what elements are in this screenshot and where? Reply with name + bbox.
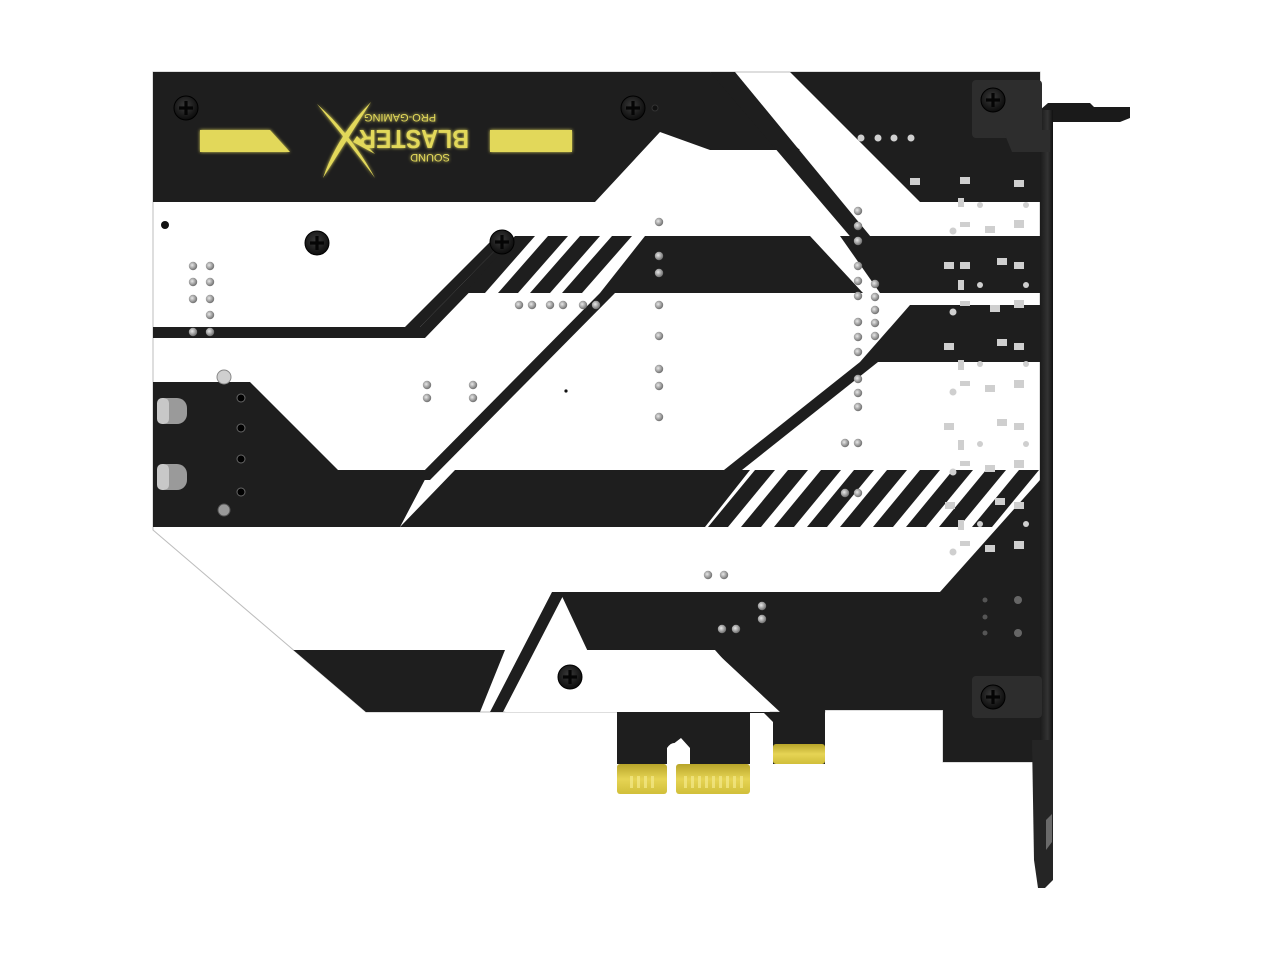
- pcb-black-diagonal-4: [724, 362, 878, 470]
- pcb-black-band-right-2: [860, 305, 1040, 362]
- pcb-black-diagonal-5: [490, 592, 565, 712]
- pcb-black-band-bottom: [400, 470, 750, 527]
- logo-x-mark: [317, 102, 375, 178]
- pcb-black-region-bottom-right: [560, 520, 1040, 762]
- pcb-black-diagonal-3: [415, 293, 615, 480]
- phillips-screw-icon: [620, 95, 646, 121]
- phillips-screw-icon: [173, 95, 199, 121]
- phillips-screw-icon: [489, 229, 515, 255]
- hatch-stripes-left: [465, 236, 632, 293]
- logo-bar-left: [200, 130, 290, 152]
- pcb-black-diagonal-2: [393, 237, 508, 338]
- phillips-screw-icon: [980, 87, 1006, 113]
- pcie-gold-fingers: [617, 712, 825, 794]
- audio-header-left: [157, 369, 246, 517]
- hatch-stripes-right: [708, 470, 1039, 527]
- pcb-black-band-right-1: [840, 236, 1040, 293]
- pcb-black-band-middle: [600, 236, 863, 293]
- pcb-board: SOUND BLASTER PRO-GAMING: [152, 71, 1130, 888]
- logo-bar-right: [490, 130, 572, 152]
- logo-text-pro-gaming: PRO-GAMING: [364, 111, 436, 123]
- pcb-black-diagonal-1: [710, 72, 880, 248]
- via-row-top-right: [857, 134, 915, 142]
- logo-text-sound: SOUND: [410, 151, 450, 163]
- pci-bracket: [972, 80, 1130, 888]
- logo-text-blaster: BLASTER: [359, 124, 469, 154]
- phillips-screw-icon: [557, 664, 583, 690]
- pcb-black-region-left: [153, 382, 430, 527]
- smd-components-right: [910, 177, 1029, 556]
- phillips-screw-icon: [980, 684, 1006, 710]
- mounting-hole: [161, 221, 169, 229]
- phillips-screw-icon: [304, 230, 330, 256]
- ports-bottom-right: [982, 596, 1022, 637]
- soundblasterx-logo: SOUND BLASTER PRO-GAMING: [200, 102, 572, 178]
